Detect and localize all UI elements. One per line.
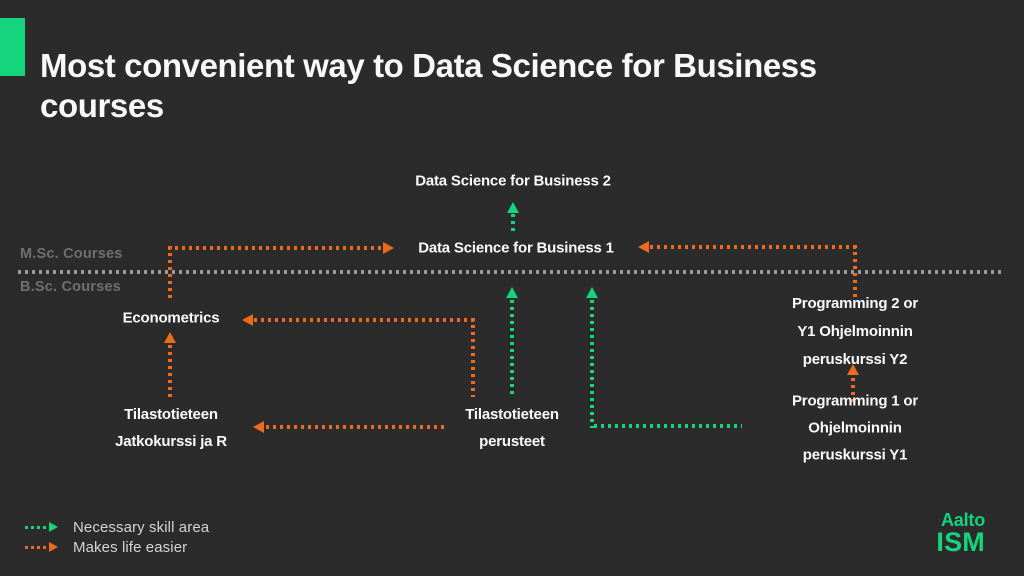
edge-prog1-to-ds1-head [586, 287, 598, 298]
orange-dotted-arrow-icon [25, 541, 59, 553]
green-dotted-arrow-icon [25, 521, 59, 533]
edge-econometrics-to-ds1 [168, 246, 383, 250]
legend-item-necessary: Necessary skill area [25, 517, 209, 537]
edge-prog1-to-ds1 [590, 300, 594, 428]
edge-tilasto-perusteet-to-econometrics [254, 318, 475, 322]
edge-prog2-to-ds1-head [638, 241, 649, 253]
legend-label-easier: Makes life easier [73, 538, 188, 556]
legend: Necessary skill area Makes life easier [25, 517, 209, 557]
node-data-science-for-business-1: Data Science for Business 1 [418, 239, 614, 257]
edge-prog1-to-prog2 [851, 378, 855, 404]
edge-ds1-to-ds2-head [507, 202, 519, 213]
title-accent-bar [0, 18, 25, 76]
logo-ism-text: ISM [936, 527, 985, 557]
bsc-tier-label: B.Sc. Courses [20, 279, 121, 295]
degree-tier-separator-line [18, 270, 1004, 274]
slide-title: Most convenient way to Data Science for … [40, 47, 817, 125]
edge-tilasto-perusteet-to-econometrics-head [242, 314, 253, 326]
edge-tilasto-perusteet-to-ds1-head [506, 287, 518, 298]
legend-item-easier: Makes life easier [25, 537, 209, 557]
edge-econometrics-to-ds1 [168, 246, 172, 300]
edge-tilasto-perusteet-to-ds1 [510, 300, 514, 398]
edge-tilasto-perusteet-to-tilasto-jatko [266, 425, 447, 429]
edge-prog1-to-ds1 [594, 424, 742, 428]
edge-tilasto-perusteet-to-tilasto-jatko-head [253, 421, 264, 433]
edge-tilasto-jatko-to-econometrics-head [164, 332, 176, 343]
edge-prog2-to-ds1 [650, 245, 857, 249]
node-data-science-for-business-2: Data Science for Business 2 [415, 172, 611, 190]
node-tilastotieteen-jatkokurssi: Tilastotieteen Jatkokurssi ja R [115, 406, 227, 450]
edge-ds1-to-ds2 [511, 214, 515, 234]
legend-label-necessary: Necessary skill area [73, 518, 210, 536]
aalto-ism-logo: Aalto ISM [936, 510, 985, 557]
logo-aalto-text: Aalto [940, 510, 985, 530]
edge-prog1-to-prog2-head [847, 364, 859, 375]
node-econometrics: Econometrics [122, 309, 220, 327]
node-programming-2: Programming 2 or Y1 Ohjelmoinnin perusku… [792, 295, 918, 368]
node-tilastotieteen-perusteet: Tilastotieteen perusteet [465, 406, 559, 450]
msc-tier-label: M.Sc. Courses [20, 246, 123, 262]
edge-tilasto-jatko-to-econometrics [168, 345, 172, 397]
node-programming-1: Programming 1 or Ohjelmoinnin peruskurss… [792, 392, 918, 464]
edge-econometrics-to-ds1-head [383, 242, 394, 254]
edge-tilasto-perusteet-to-econometrics [471, 318, 475, 397]
edge-prog2-to-ds1 [853, 245, 857, 300]
